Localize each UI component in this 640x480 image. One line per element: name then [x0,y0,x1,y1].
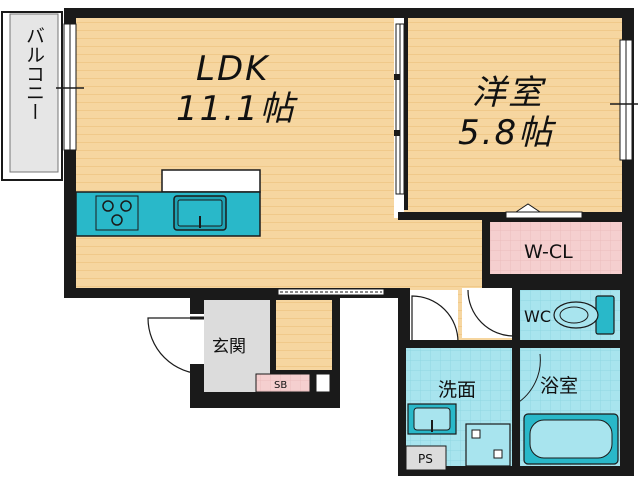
balcony: バルコニー [1,11,63,181]
partition-wall [482,218,490,284]
balcony-window[interactable] [56,23,84,151]
washbasin-icon [407,403,457,435]
western-label: 洋室 [472,73,547,113]
ldk-opening [277,288,385,296]
wcl-label: W-CL [524,241,573,263]
sliding-door[interactable] [394,23,405,195]
partition-wall [70,288,400,296]
balcony-label: バルコニー [23,26,45,121]
wc-room [520,290,620,340]
sb-label: SB [274,380,287,391]
western-size: 5.8帖 [458,113,557,153]
wc-label: WC [524,307,551,326]
entrance-area [204,300,332,392]
shoe-box: SB [255,373,311,393]
wcl-room [490,222,622,274]
washroom-door[interactable] [410,290,459,343]
ldk-size: 11.1帖 [176,89,299,129]
bathtub-icon [523,413,619,465]
washroom-label: 洗面 [438,379,476,401]
western-room [408,18,622,214]
closet-rail [505,211,583,219]
bath-room [512,340,622,470]
wc-door[interactable] [462,288,515,338]
kitchen-counter [75,169,261,237]
entrance-label: 玄関 [212,337,246,357]
storage-box [315,373,331,393]
entrance-door[interactable] [146,314,205,375]
stove-icon [95,195,139,231]
ps-label: PS [418,452,433,466]
ps-box: PS [405,445,447,471]
ldk-label: LDK [196,49,270,89]
bath-door-swing [515,352,541,405]
sink-icon [173,195,227,231]
washing-machine-icon [465,423,511,467]
bath-label: 浴室 [540,375,578,397]
toilet-icon [553,295,615,335]
western-window[interactable] [610,39,638,161]
